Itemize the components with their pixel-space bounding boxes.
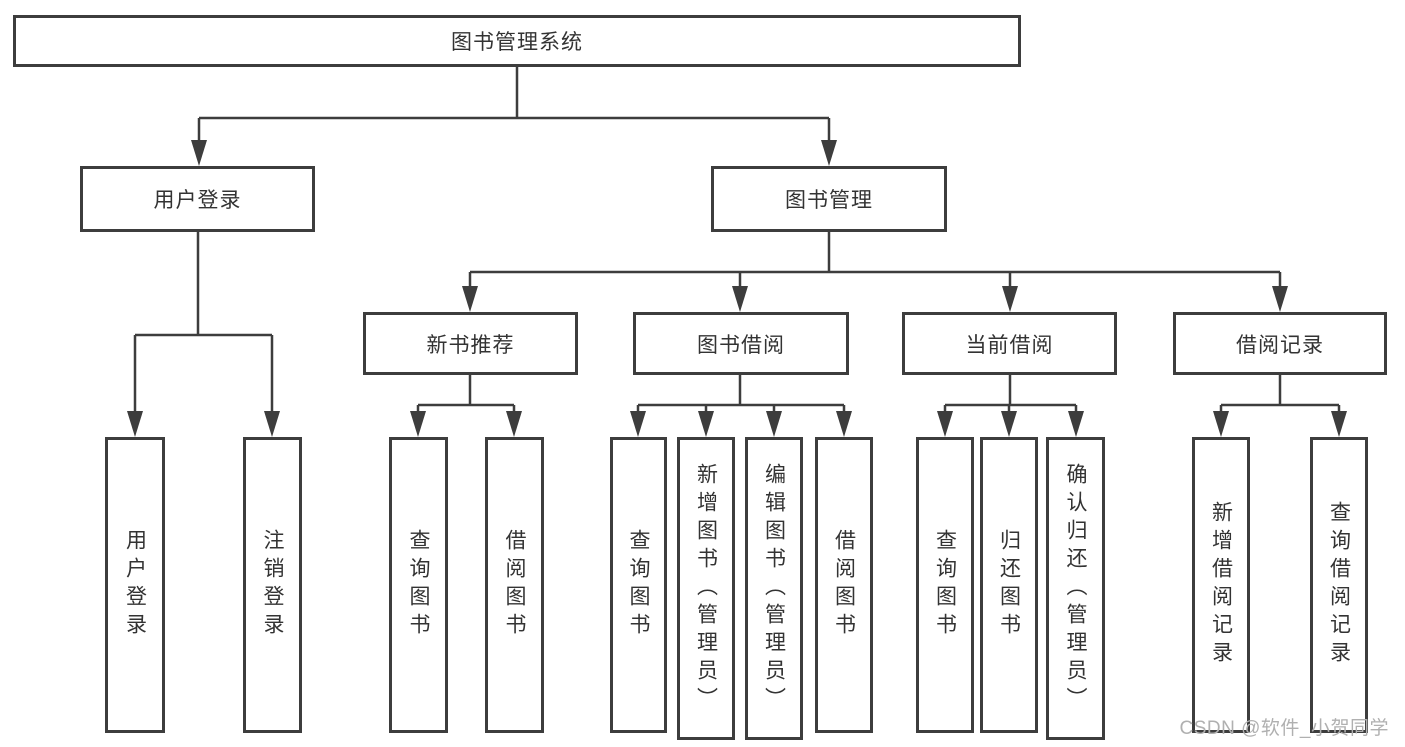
- leaf-add-book-admin: 新增图书（管理员）: [677, 437, 735, 740]
- leaf-edit-book-admin: 编辑图书（管理员）: [745, 437, 803, 740]
- watermark: CSDN @软件_小贺同学: [1179, 718, 1389, 739]
- leaf-return-book: 归还图书: [980, 437, 1038, 733]
- leaf-borrow-book-recommend: 借阅图书: [485, 437, 544, 733]
- leaf-query-book-recommend: 查询图书: [389, 437, 448, 733]
- leaf-query-book-current: 查询图书: [916, 437, 974, 733]
- node-book-borrow: 图书借阅: [633, 312, 849, 375]
- leaf-query-borrow-record: 查询借阅记录: [1310, 437, 1368, 733]
- leaf-borrow-book: 借阅图书: [815, 437, 873, 733]
- node-borrow-record: 借阅记录: [1173, 312, 1387, 375]
- node-user-login: 用户登录: [80, 166, 315, 232]
- leaf-add-borrow-record: 新增借阅记录: [1192, 437, 1250, 733]
- node-root: 图书管理系统: [13, 15, 1021, 67]
- leaf-query-book-borrow: 查询图书: [610, 437, 667, 733]
- leaf-user-login: 用户登录: [105, 437, 165, 733]
- leaf-logout: 注销登录: [243, 437, 302, 733]
- node-current-borrow: 当前借阅: [902, 312, 1117, 375]
- node-book-management: 图书管理: [711, 166, 947, 232]
- node-new-book-recommend: 新书推荐: [363, 312, 578, 375]
- leaf-confirm-return-admin: 确认归还（管理员）: [1046, 437, 1105, 740]
